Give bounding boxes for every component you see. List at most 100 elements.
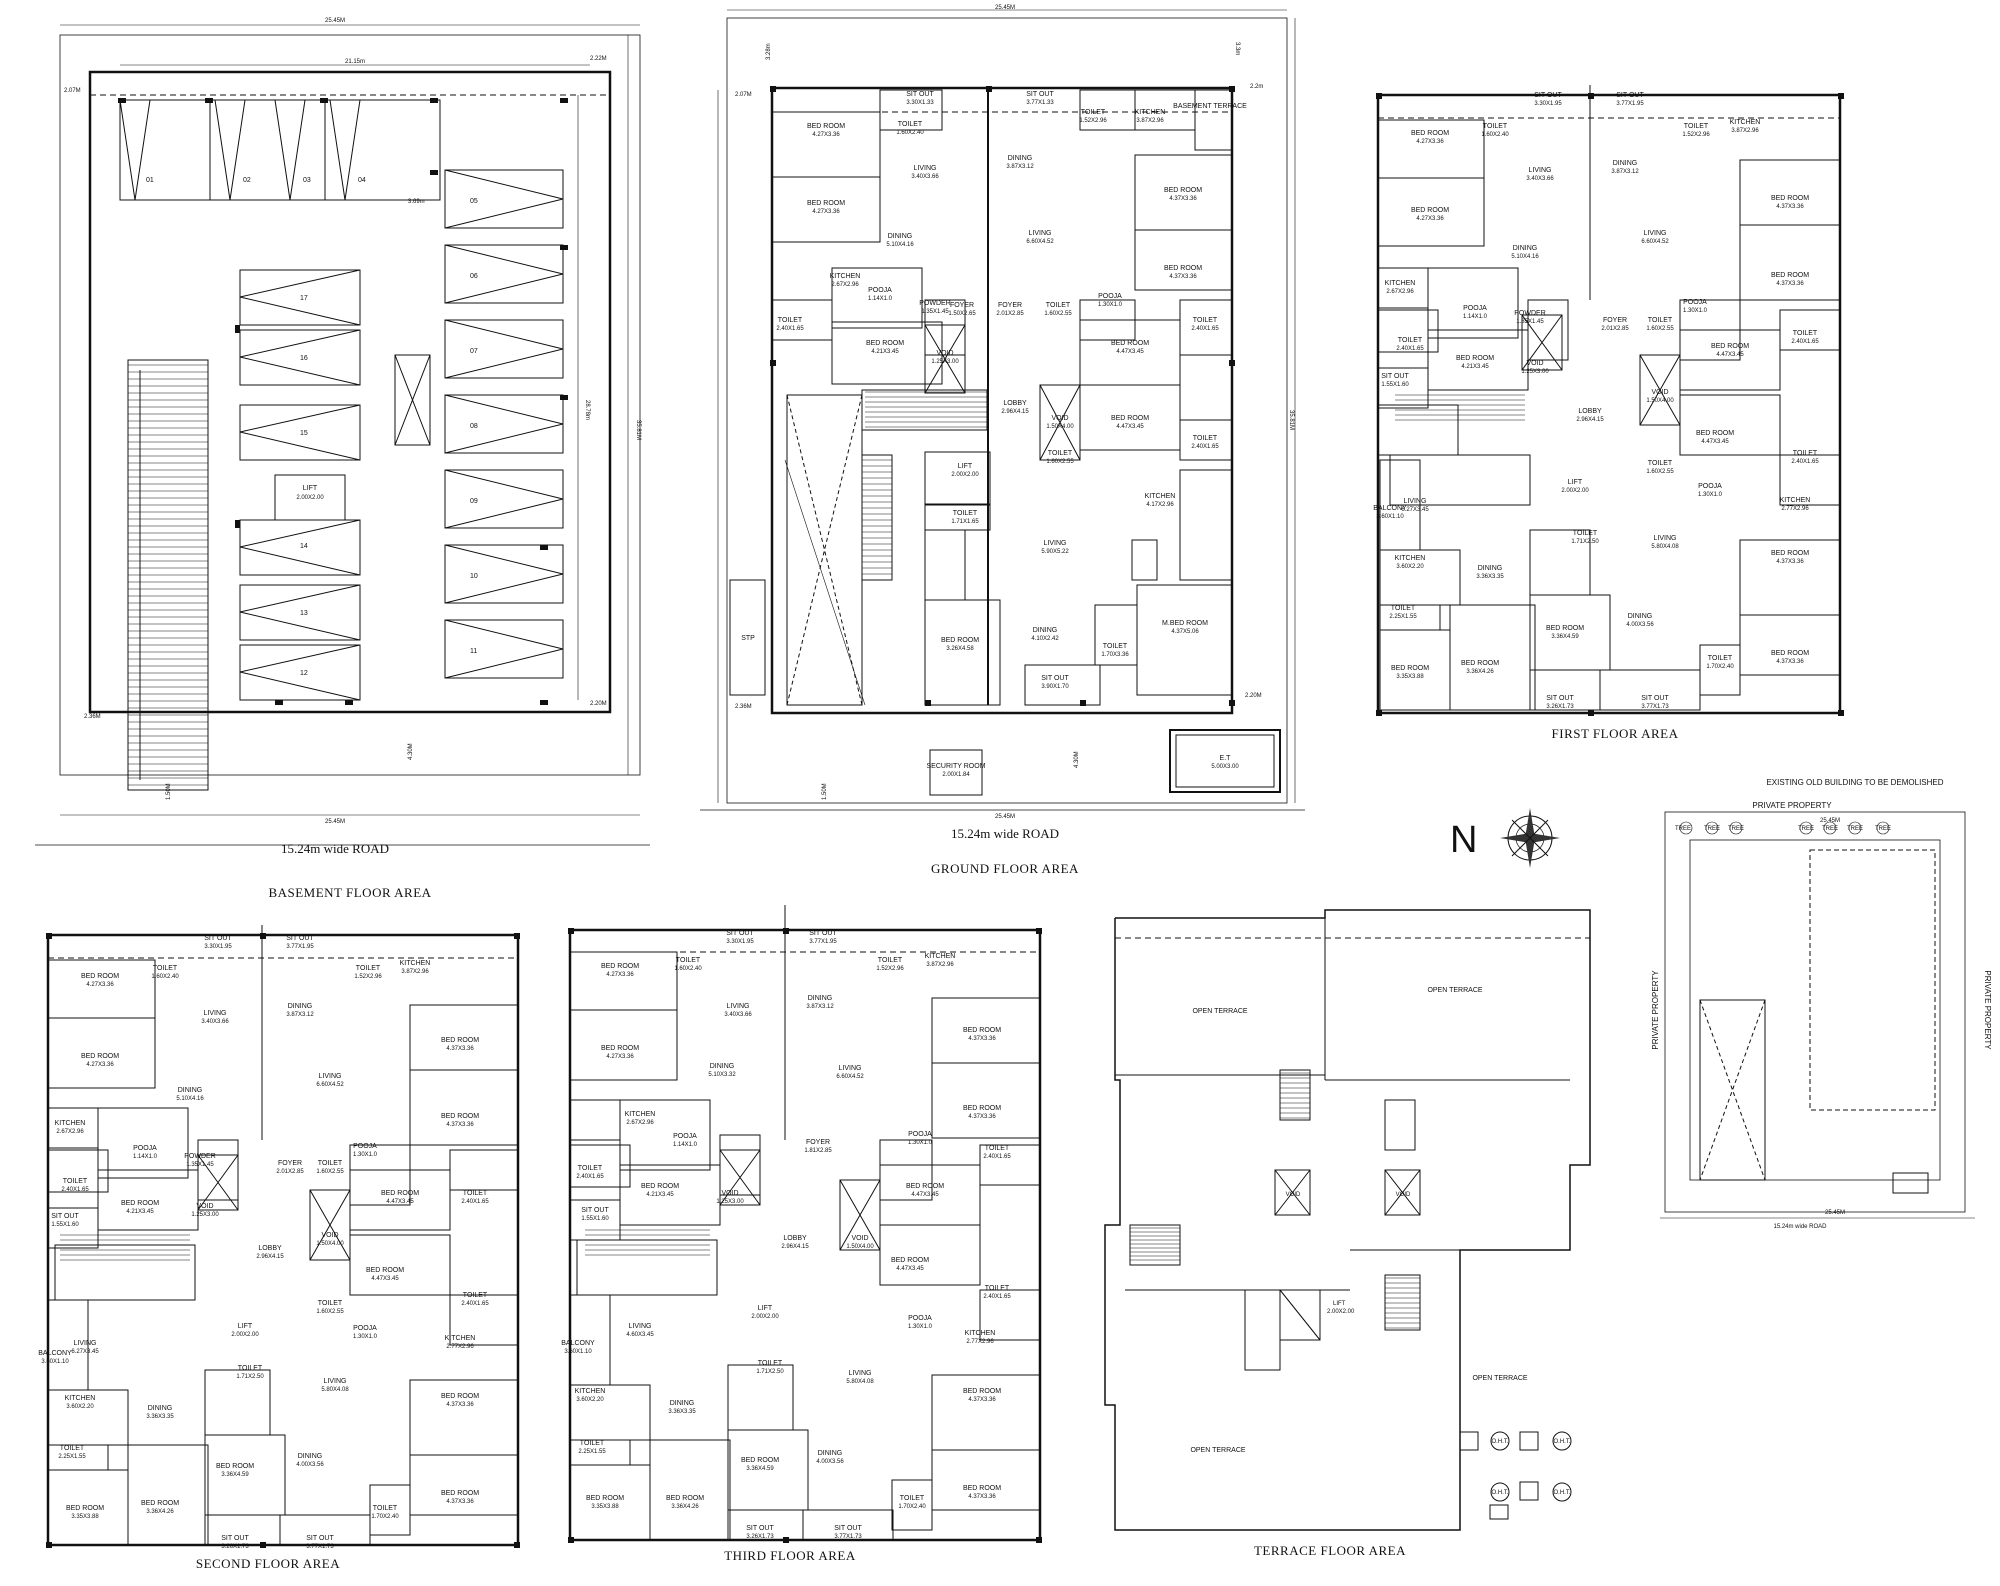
gf-dim-front-right: 3.3m xyxy=(1234,42,1240,55)
room-name: KITCHEN xyxy=(1730,119,1761,126)
room-size: 5.80X4.08 xyxy=(321,1387,349,1393)
room-name: BED ROOM xyxy=(441,1393,479,1400)
room-name: LIVING xyxy=(1044,540,1067,547)
room-size: 3.77X1.73 xyxy=(834,1534,862,1540)
room-name: TOILET xyxy=(1193,317,1218,324)
slot-17: 17 xyxy=(300,295,308,302)
room-size: 2.00X2.00 xyxy=(231,1332,259,1338)
gf-dim-right: 2.2m xyxy=(1250,84,1263,90)
room-size: 5.00X3.00 xyxy=(1211,764,1239,770)
site-dim-bottom: 25.45M xyxy=(1825,1210,1845,1216)
tree-label-3: TREE xyxy=(1728,826,1744,832)
room-name: VOID xyxy=(196,1203,213,1210)
room-name: BED ROOM xyxy=(1411,207,1449,214)
room-name: BED ROOM xyxy=(1771,272,1809,279)
room-size: 1.25X3.00 xyxy=(716,1199,744,1205)
room-name: POOJA xyxy=(908,1131,932,1138)
room-name: VOID xyxy=(721,1190,738,1197)
room-size: 3.40X3.66 xyxy=(724,1012,752,1018)
room-size: 1.60X2.55 xyxy=(316,1169,344,1175)
room-name: TOILET xyxy=(463,1292,488,1299)
site-road-label: 15.24m wide ROAD xyxy=(1773,1224,1827,1230)
room-size: 3.60X1.10 xyxy=(564,1349,592,1355)
room-name: LIVING xyxy=(839,1065,862,1072)
gf-dim-top: 25.45M xyxy=(995,5,1015,11)
room-size: 3.36X3.35 xyxy=(146,1414,174,1420)
room-name: TOILET xyxy=(758,1360,783,1367)
dim-right-offset: 2.22M xyxy=(590,56,607,62)
room-size: 1.52X2.96 xyxy=(354,974,382,980)
room-size: 1.30X1.0 xyxy=(908,1324,933,1330)
room-size: 2.00X2.00 xyxy=(1561,488,1589,494)
second-title: SECOND FLOOR AREA xyxy=(196,1556,340,1571)
room-name: BED ROOM xyxy=(941,637,979,644)
room-size: 2.96X4.15 xyxy=(781,1244,809,1250)
room-size: 3.36X4.26 xyxy=(146,1509,174,1515)
room-name: LIVING xyxy=(629,1323,652,1330)
room-size: 1.14X1.0 xyxy=(673,1142,698,1148)
room-size: 2.00X2.00 xyxy=(951,472,979,478)
room-name: DINING xyxy=(888,233,913,240)
room-size: 3.36X3.35 xyxy=(1476,574,1504,580)
room-size: 1.60X2.40 xyxy=(896,130,924,136)
room-name: LIFT xyxy=(958,463,973,470)
room-size: 3.77X1.73 xyxy=(306,1544,334,1550)
room-name: SIT OUT xyxy=(306,1535,334,1542)
room-size: 4.00X3.56 xyxy=(296,1462,324,1468)
gf-dim-left-bottom: 2.36M xyxy=(735,704,752,710)
room-size: 4.47X3.45 xyxy=(896,1266,924,1272)
room-size: 3.30X1.95 xyxy=(1534,101,1562,107)
room-name: BALCONY xyxy=(38,1350,72,1357)
room-size: 3.30X1.33 xyxy=(906,100,934,106)
room-size: 4.27X3.36 xyxy=(606,972,634,978)
room-name: LIVING xyxy=(319,1073,342,1080)
room-name: LIVING xyxy=(914,165,937,172)
room-name: TOILET xyxy=(580,1440,605,1447)
room-size: 2.40X1.65 xyxy=(1396,346,1424,352)
room-name: TOILET xyxy=(1483,123,1508,130)
tree-label-5: TREE xyxy=(1822,826,1838,832)
room-name: BED ROOM xyxy=(963,1027,1001,1034)
room-size: 1.60X2.55 xyxy=(316,1309,344,1315)
room-name: TOILET xyxy=(953,510,978,517)
room-size: 2.40X1.65 xyxy=(1791,459,1819,465)
room-name: LIVING xyxy=(849,1370,872,1377)
room-name: SIT OUT xyxy=(726,930,754,937)
room-name: BED ROOM xyxy=(666,1495,704,1502)
room-size: 4.37X5.06 xyxy=(1171,629,1199,635)
room-name: DINING xyxy=(1478,565,1503,572)
room-size: 1.50X4.00 xyxy=(1646,398,1674,404)
room-name: SIT OUT xyxy=(809,930,837,937)
room-size: 4.21X3.45 xyxy=(1461,364,1489,370)
room-size: 3.26X1.73 xyxy=(1546,704,1574,710)
room-size: 1.71X2.50 xyxy=(236,1374,264,1380)
room-size: 2.25X1.55 xyxy=(1389,614,1417,620)
room-size: 4.37X3.36 xyxy=(1776,559,1804,565)
room-name: KITCHEN xyxy=(55,1120,86,1127)
parking-center-column xyxy=(239,269,431,701)
gf-dim-depth: 35.81M xyxy=(1288,410,1294,430)
room-size: 4.27X3.36 xyxy=(606,1054,634,1060)
room-size: 6.60X4.52 xyxy=(1641,239,1669,245)
room-size: 3.26X1.73 xyxy=(221,1544,249,1550)
room-name: FOYER xyxy=(806,1139,830,1146)
room-size: 1.14X1.0 xyxy=(868,296,893,302)
north-letter: N xyxy=(1450,819,1477,861)
room-size: 3.36X4.59 xyxy=(221,1472,249,1478)
slot-07: 07 xyxy=(470,348,478,355)
room-size: 4.00X3.56 xyxy=(1626,622,1654,628)
room-size: 3.77X1.95 xyxy=(1616,101,1644,107)
dim-right-bottom: 2.20M xyxy=(590,701,607,707)
room-size: 3.87X2.96 xyxy=(1136,118,1164,124)
room-size: 4.37X3.36 xyxy=(1776,659,1804,665)
room-name: TOILET xyxy=(153,965,178,972)
room-size: 2.77X2.96 xyxy=(446,1344,474,1350)
room-size: 4.27X3.36 xyxy=(86,982,114,988)
room-name: BED ROOM xyxy=(891,1257,929,1264)
room-name: SIT OUT xyxy=(1641,695,1669,702)
room-size: 4.37X3.36 xyxy=(968,1494,996,1500)
room-size: 1.25X3.00 xyxy=(931,359,959,365)
room-name: POOJA xyxy=(1463,305,1487,312)
